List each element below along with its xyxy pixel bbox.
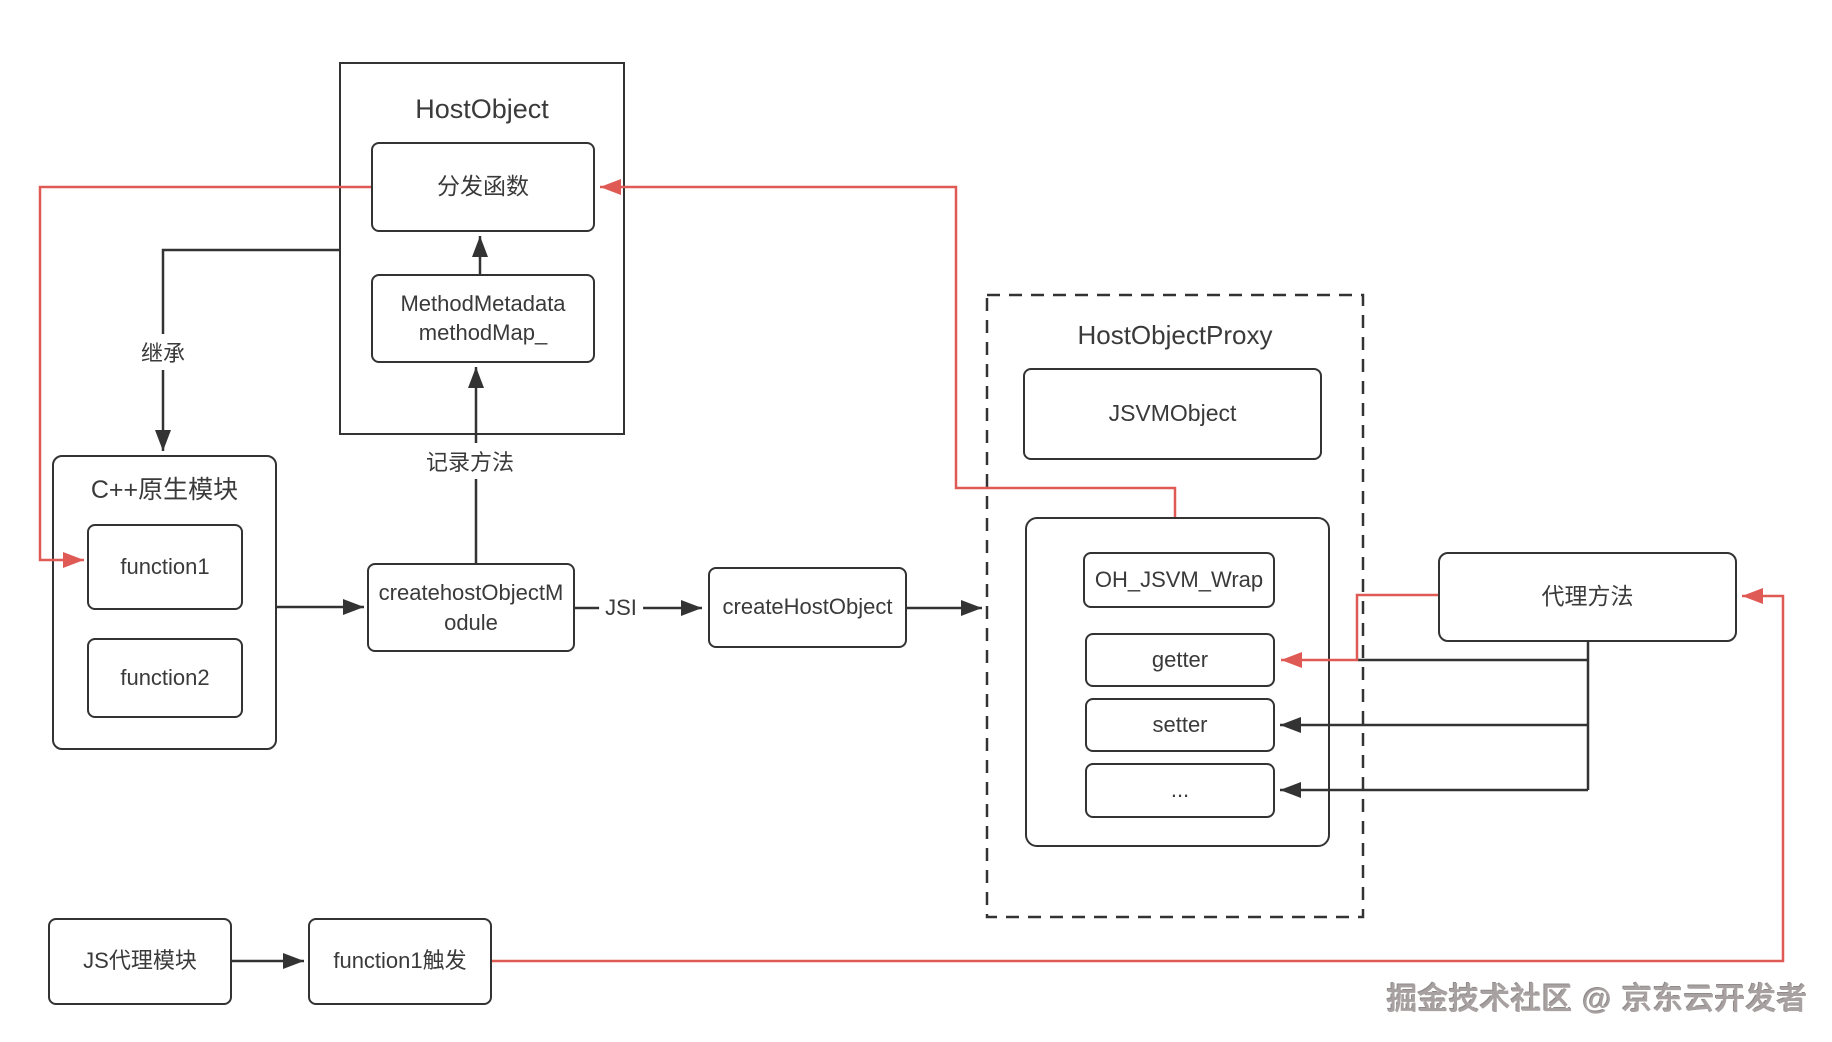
createhostobject-box: createHostObject	[708, 567, 907, 648]
setter-box: setter	[1085, 698, 1275, 752]
label-inherit: 继承	[134, 334, 192, 370]
hostobjectproxy-title: HostObjectProxy	[1077, 320, 1273, 350]
getter-box: getter	[1085, 633, 1275, 687]
label-jsi: JSI	[599, 593, 643, 623]
js-proxy-module-box: JS代理模块	[48, 918, 232, 1005]
label-record-method: 记录方法	[419, 443, 521, 479]
createhostobjectmodule-box: createhostObjectModule	[367, 563, 575, 652]
function1-box: function1	[87, 524, 243, 610]
hostobject-title: HostObject	[415, 94, 549, 124]
methodmetadata-box: MethodMetadata methodMap_	[371, 274, 595, 363]
jsvmobject-box: JSVMObject	[1023, 368, 1322, 460]
dispatch-function-box: 分发函数	[371, 142, 595, 232]
methodmetadata-line1: MethodMetadata	[400, 290, 566, 316]
hostobject-box: HostObject	[339, 62, 625, 435]
cpp-module-title: C++原生模块	[90, 476, 239, 504]
edge-proxy-to-dispatch	[600, 179, 1177, 517]
createhostobjectmodule-label: createhostObjectModule	[378, 579, 564, 635]
proxy-method-box: 代理方法	[1438, 552, 1737, 642]
function2-box: function2	[87, 638, 243, 718]
function1-trigger-box: function1触发	[308, 918, 492, 1005]
watermark-text: 掘金技术社区 @ 京东云开发者	[1387, 983, 1808, 1016]
oh-jsvm-wrap-box: OH_JSVM_Wrap	[1083, 552, 1275, 608]
methodmetadata-line2: methodMap_	[418, 319, 548, 345]
ellipsis-box: ...	[1085, 763, 1275, 818]
